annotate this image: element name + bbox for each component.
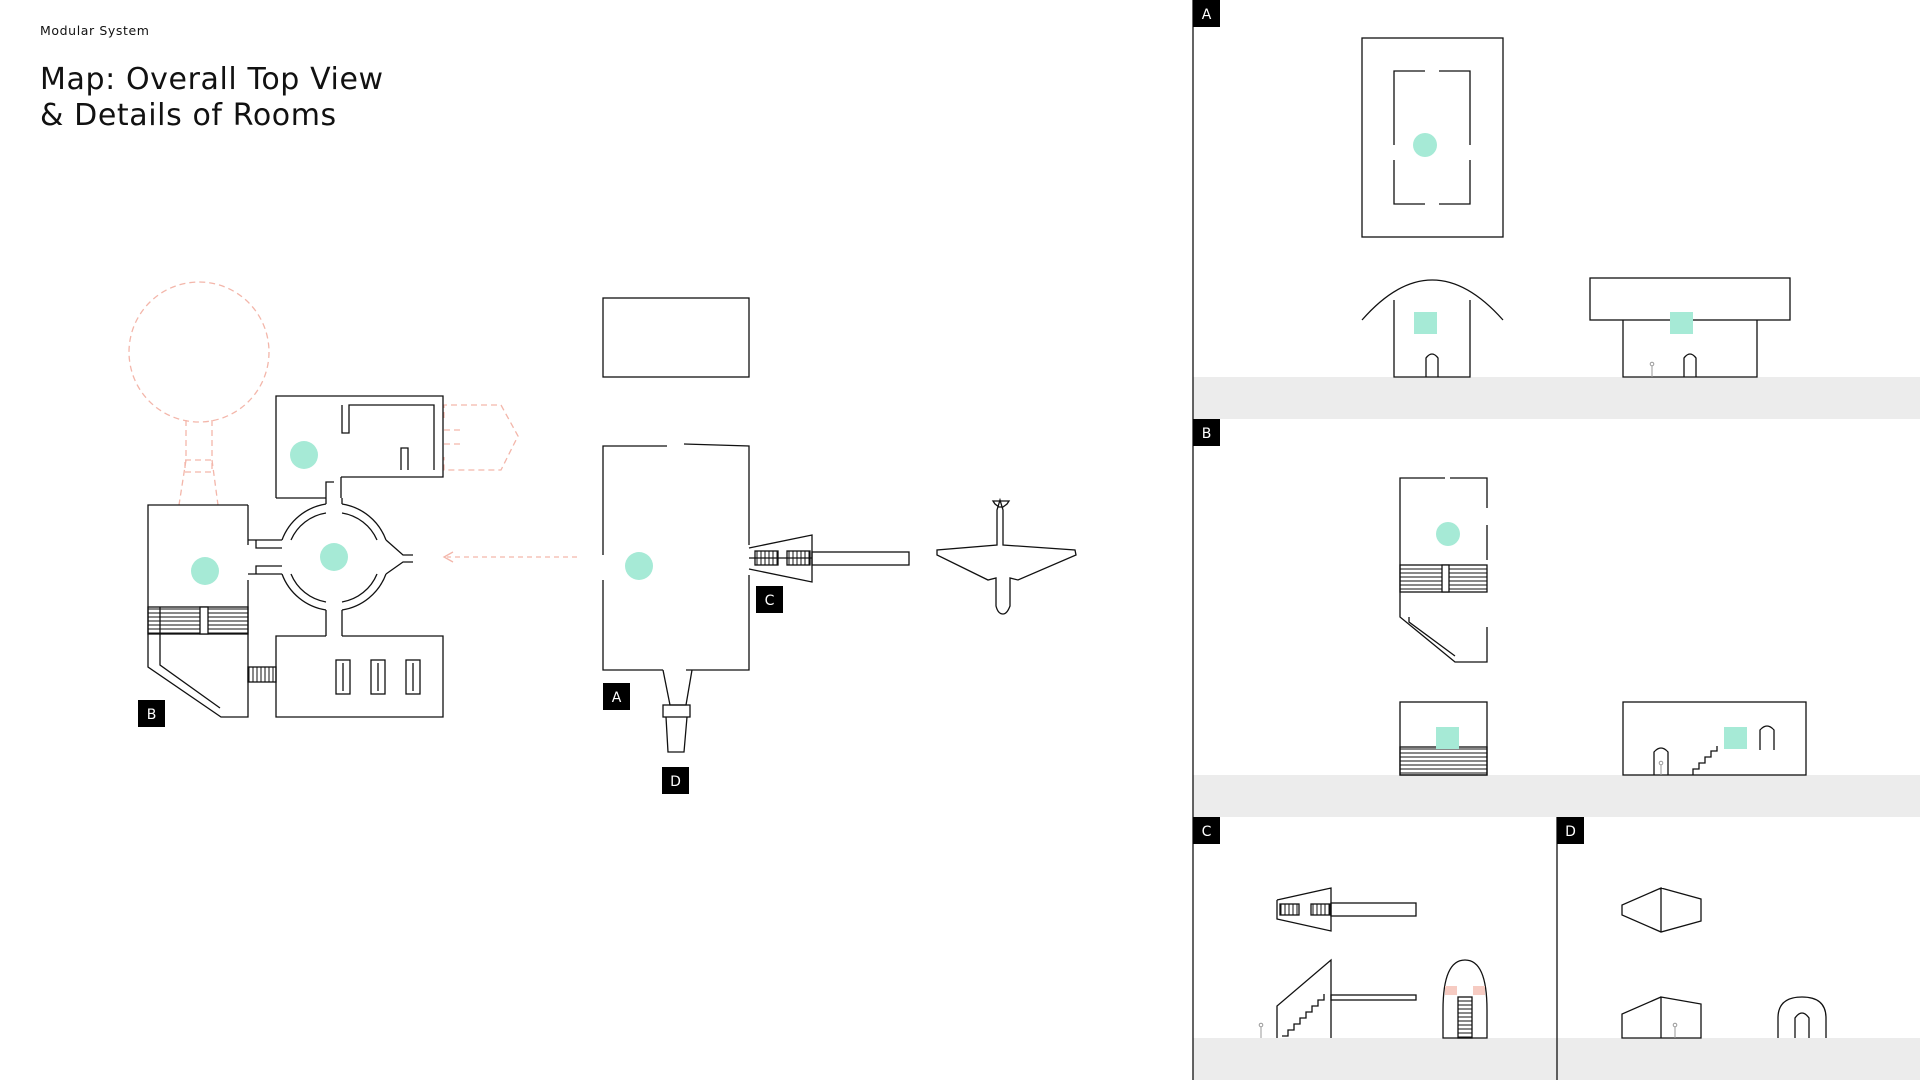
map-badge-c-text: C (765, 593, 775, 609)
panel-b: B (1193, 419, 1807, 776)
map-badge-b: B (138, 700, 165, 727)
panel-d-badge-text: D (1565, 824, 1576, 840)
human-scale-figure-c (1258, 1022, 1264, 1038)
panel-a-badge-text: A (1202, 7, 1212, 23)
map-badge-a-text: A (612, 690, 622, 706)
map-badge-b-text: B (147, 707, 157, 723)
map-badge-a: A (603, 683, 630, 710)
room-b-plan (147, 504, 249, 718)
planned-dome-outline (128, 281, 270, 506)
page-title: Map: Overall Top View & Details of Rooms (40, 62, 384, 134)
panel-d: D (1557, 817, 1827, 1039)
room-a-plan (602, 443, 750, 753)
page-title-line-2: & Details of Rooms (40, 98, 337, 133)
room-hub-plan (248, 498, 413, 636)
map-badge-d-text: D (670, 774, 681, 790)
map-badge-c: C (756, 586, 783, 613)
panel-a: A (1193, 0, 1791, 378)
panel-c: C (1193, 817, 1488, 1039)
panel-a-badge (1193, 0, 1220, 27)
human-scale-figure-b (1658, 760, 1664, 775)
panel-d-badge (1557, 817, 1584, 844)
room-bottom-plan (247, 635, 444, 718)
panel-c-badge (1193, 817, 1220, 844)
panel-c-badge-text: C (1202, 824, 1212, 840)
planned-path-arrow (442, 551, 577, 563)
panel-b-badge-text: B (1202, 426, 1212, 442)
ground-band-a (1193, 377, 1920, 419)
bridge-c-plan (748, 534, 910, 583)
aircraft-icon (936, 497, 1077, 615)
map-markers (191, 441, 653, 585)
planned-annex-outline (443, 404, 519, 471)
human-scale-figure (1649, 361, 1655, 377)
detail-panels (1192, 0, 1920, 1080)
module-block (602, 297, 750, 378)
map-badge-d: D (662, 767, 689, 794)
page-title-line-1: Map: Overall Top View (40, 62, 384, 97)
overall-map (128, 281, 1077, 753)
panel-b-badge (1193, 419, 1220, 446)
room-top-plan (275, 395, 444, 499)
ground-band-b (1193, 775, 1920, 817)
human-scale-figure-d (1672, 1022, 1678, 1038)
eyebrow-label: Modular System (40, 23, 150, 38)
